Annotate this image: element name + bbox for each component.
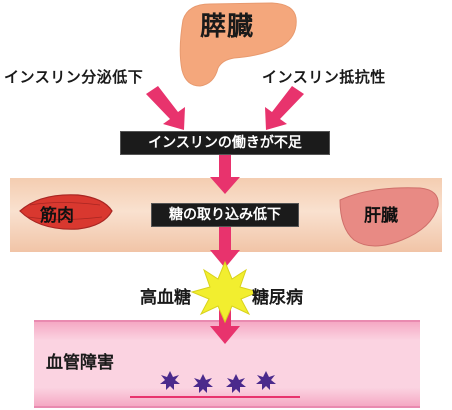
arrow-right-diagonal — [265, 86, 304, 130]
insulin-resistance-label: インスリン抵抗性 — [262, 68, 386, 86]
particle-2-icon — [193, 374, 213, 393]
insufficient-insulin-action-box: インスリンの働きが不足 — [121, 132, 329, 154]
particle-3-icon — [226, 374, 246, 393]
particle-4-icon — [256, 371, 276, 390]
burst-icon — [190, 260, 260, 324]
liver-label: 肝臓 — [364, 206, 398, 226]
reduced-glucose-uptake-box: 糖の取り込み低下 — [152, 204, 298, 226]
liver-illustration — [339, 187, 439, 247]
arrow-left-diagonal — [146, 86, 185, 130]
diabetes-label: 糖尿病 — [252, 288, 303, 308]
hyperglycemia-label: 高血糖 — [140, 288, 191, 308]
vascular-damage-label: 血管障害 — [46, 353, 114, 373]
damage-particles — [160, 371, 276, 393]
muscle-illustration — [19, 194, 113, 230]
arrow-down-1 — [210, 154, 240, 194]
pancreas-title: 膵臓 — [200, 12, 255, 42]
arrow-down-3 — [210, 306, 240, 344]
muscle-label: 筋肉 — [40, 206, 74, 226]
particle-1-icon — [160, 371, 180, 390]
arrow-down-2 — [210, 226, 240, 268]
insulin-secretion-decrease-label: インスリン分泌低下 — [4, 68, 144, 86]
